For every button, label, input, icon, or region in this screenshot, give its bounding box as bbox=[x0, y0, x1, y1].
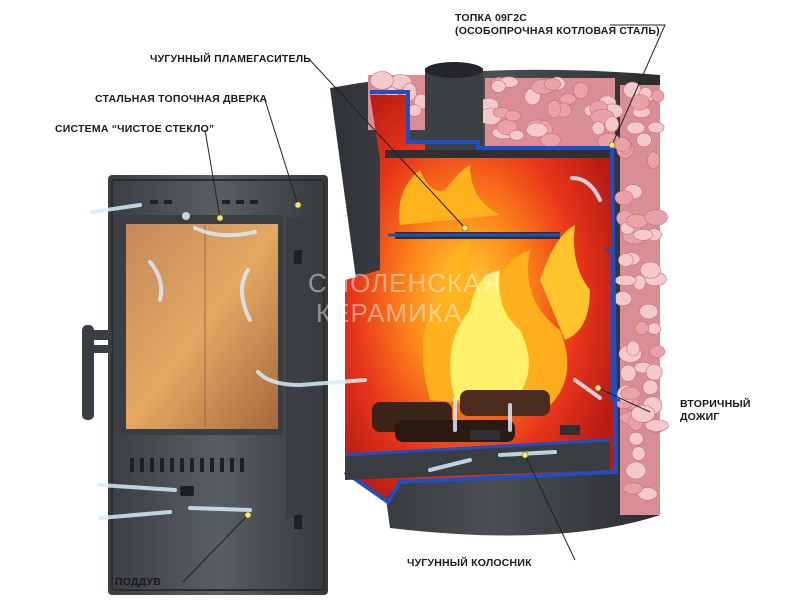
stone bbox=[620, 386, 641, 401]
stone bbox=[543, 78, 561, 91]
stone bbox=[490, 79, 506, 93]
stone bbox=[630, 404, 656, 423]
stone bbox=[625, 214, 649, 229]
door-handle[interactable] bbox=[82, 325, 112, 420]
stone bbox=[573, 82, 589, 99]
stone bbox=[649, 345, 666, 358]
stone bbox=[644, 419, 669, 432]
stone-texture bbox=[369, 71, 669, 501]
stone bbox=[591, 121, 605, 135]
label-secondary-burn: ВТОРИЧНЫЙ ДОЖИГ bbox=[680, 398, 751, 424]
grate bbox=[344, 425, 611, 480]
label-secondary-burn-line2: ДОЖИГ bbox=[680, 411, 720, 423]
air-flow-arrows bbox=[90, 176, 602, 520]
clean-glass-vents bbox=[150, 200, 258, 204]
stone bbox=[614, 137, 631, 152]
air-supply-vents bbox=[130, 458, 244, 472]
stone bbox=[625, 461, 647, 480]
flames bbox=[399, 165, 590, 410]
stone bbox=[369, 71, 394, 90]
stone bbox=[636, 132, 652, 148]
label-flame-arrester: ЧУГУННЫЙ ПЛАМЕГАСИТЕЛЬ bbox=[150, 53, 312, 65]
stone bbox=[628, 432, 644, 446]
stone bbox=[634, 321, 649, 336]
chimney-pipe bbox=[425, 68, 483, 158]
stone bbox=[651, 89, 665, 103]
label-air-supply: ПОДДУВ bbox=[115, 576, 161, 588]
stone bbox=[509, 129, 525, 141]
callout-lines bbox=[182, 24, 666, 583]
stone bbox=[504, 110, 522, 122]
flame-arrester-plate bbox=[385, 150, 610, 158]
stone bbox=[613, 291, 632, 307]
callout-dots bbox=[216, 141, 616, 519]
label-secondary-burn-line1: ВТОРИЧНЫЙ bbox=[680, 398, 751, 410]
stone bbox=[604, 116, 619, 133]
stone bbox=[644, 209, 668, 226]
stone bbox=[614, 274, 637, 287]
stone bbox=[622, 482, 643, 495]
stone bbox=[546, 100, 561, 118]
watermark-line2: КЕРАМИКА bbox=[316, 298, 463, 328]
stone bbox=[637, 487, 658, 501]
stone bbox=[631, 446, 646, 461]
stone bbox=[647, 322, 662, 335]
label-firebox-steel-line1: ТОПКА 09Г2С bbox=[455, 12, 528, 24]
watermark-line1: СМОЛЕНСКАЯ bbox=[308, 268, 502, 298]
stone bbox=[647, 121, 665, 134]
label-clean-glass: СИСТЕМА “ЧИСТОЕ СТЕКЛО” bbox=[55, 123, 215, 135]
liner-outline bbox=[343, 90, 619, 505]
stone bbox=[614, 190, 634, 206]
stone bbox=[525, 122, 548, 138]
label-firebox-steel: ТОПКА 09Г2С (ОСОБОПРОЧНАЯ КОТЛОВАЯ СТАЛЬ… bbox=[455, 12, 660, 38]
label-grate: ЧУГУННЫЙ КОЛОСНИК bbox=[407, 557, 532, 569]
stone bbox=[647, 151, 660, 169]
stone bbox=[645, 363, 663, 381]
stone bbox=[633, 229, 654, 241]
stone bbox=[639, 303, 659, 320]
label-firebox-steel-line2: (ОСОБОПРОЧНАЯ КОТЛОВАЯ СТАЛЬ) bbox=[455, 25, 660, 37]
stone bbox=[618, 253, 634, 267]
stone bbox=[620, 364, 637, 382]
stone bbox=[642, 379, 659, 395]
stone bbox=[639, 261, 661, 279]
label-steel-door: СТАЛЬНАЯ ТОПОЧНАЯ ДВЕРКА bbox=[95, 93, 268, 105]
stone bbox=[626, 340, 640, 357]
door-glass bbox=[126, 224, 278, 429]
stone bbox=[626, 121, 646, 135]
